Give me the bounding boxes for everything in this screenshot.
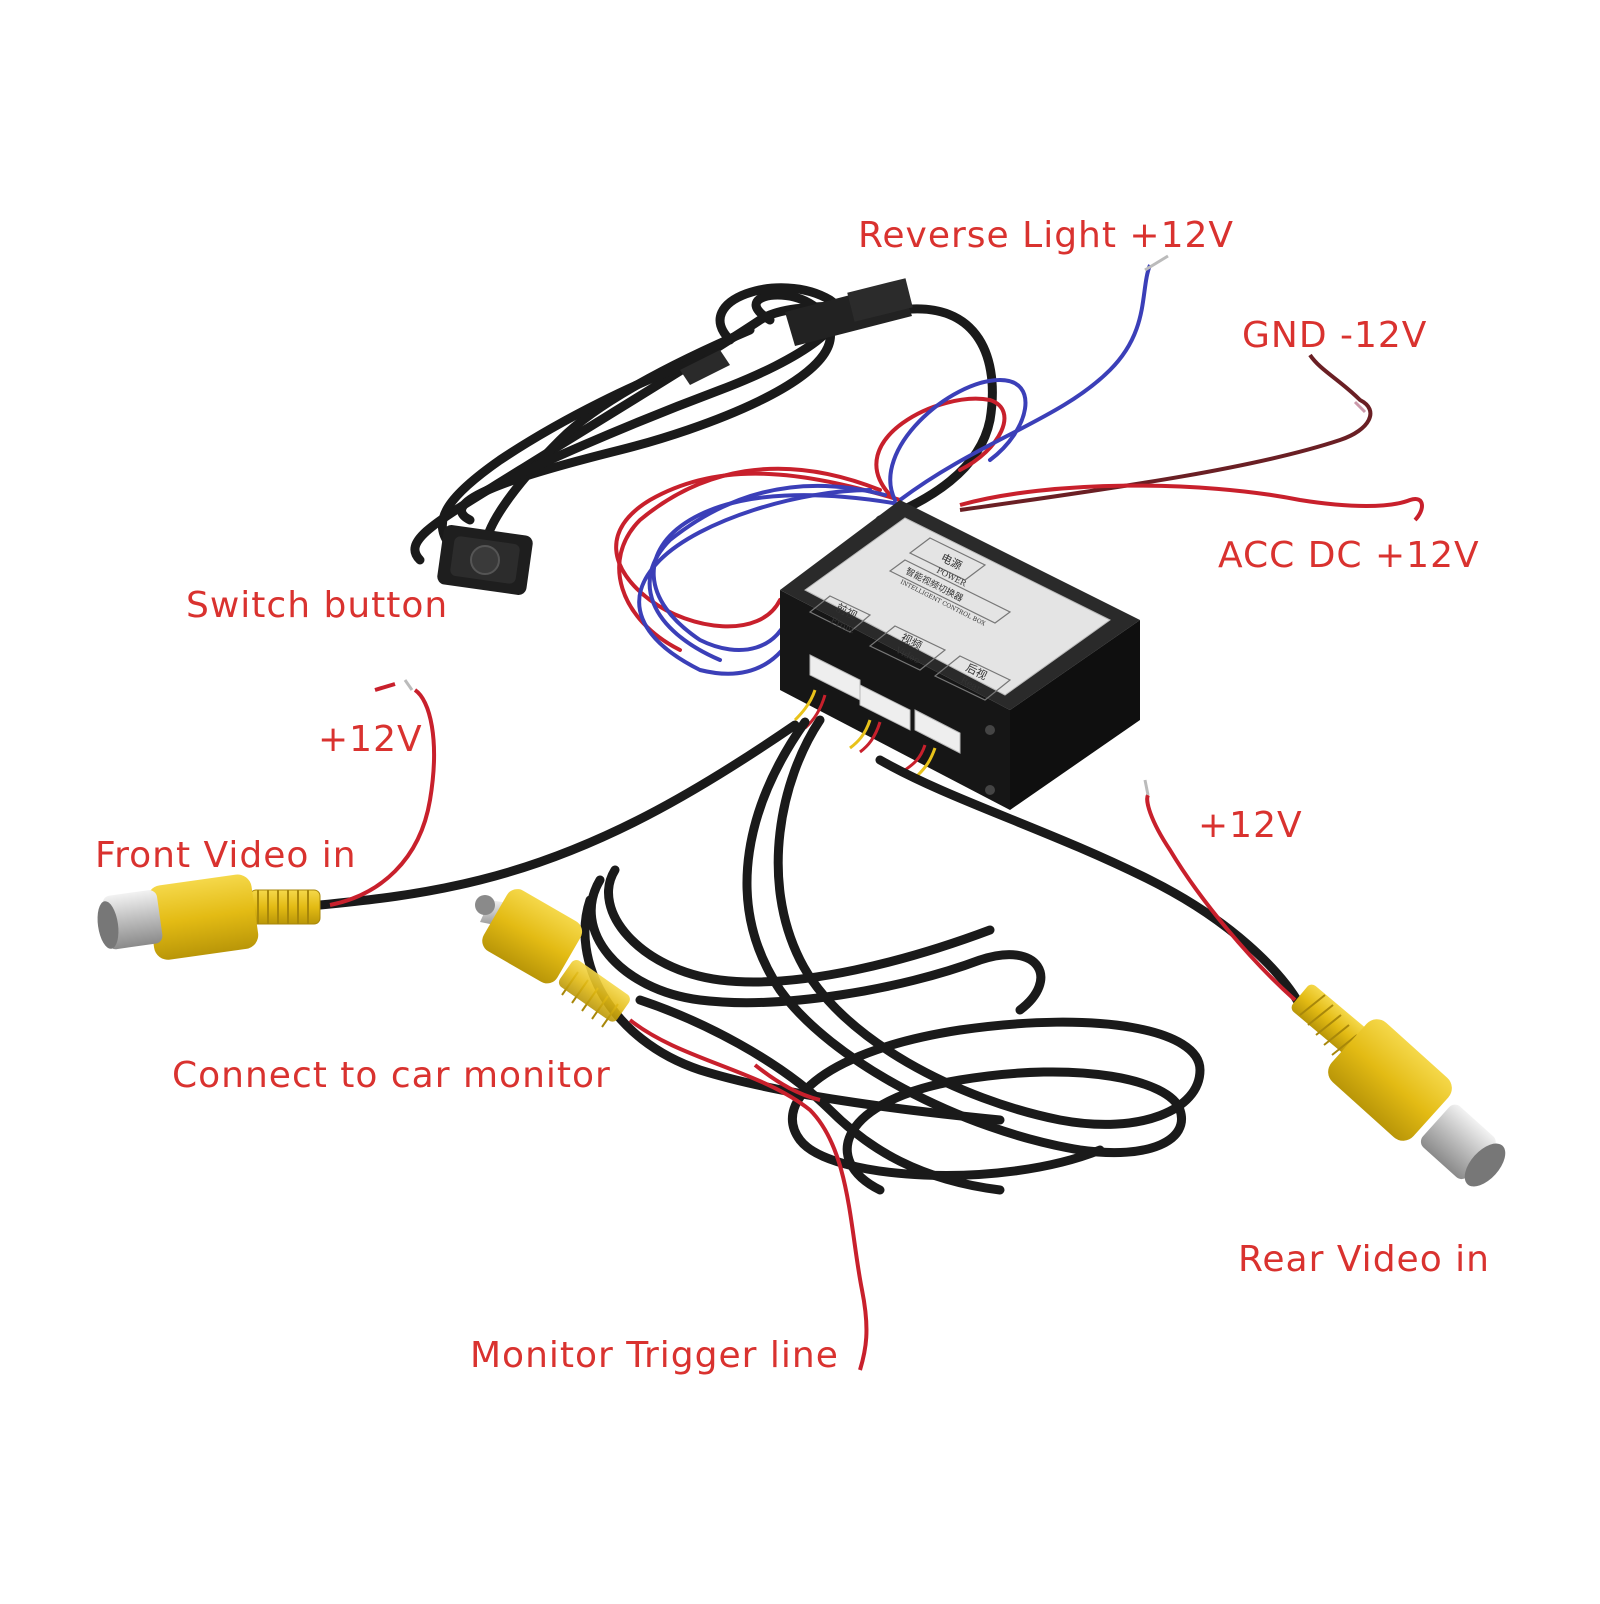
label-rear-video-in: Rear Video in bbox=[1238, 1239, 1490, 1280]
reverse-light-wire bbox=[898, 264, 1152, 502]
monitor-rca-connector bbox=[475, 889, 630, 1028]
control-box: 电源 POWER 智能视频切换器 INTELLIGENT CONTROL BOX… bbox=[780, 500, 1140, 810]
label-reverse-light: Reverse Light +12V bbox=[858, 215, 1235, 256]
monitor-cable-coil bbox=[580, 715, 1205, 1195]
label-switch-button: Switch button bbox=[186, 585, 449, 626]
front-rca-connector bbox=[97, 874, 321, 960]
switch-button-cable-coil bbox=[410, 283, 997, 565]
acc-wire bbox=[959, 483, 1424, 522]
label-front-video-in: Front Video in bbox=[95, 835, 357, 876]
gnd-wire bbox=[959, 353, 1373, 512]
front-plus12-wire bbox=[329, 688, 437, 907]
label-acc: ACC DC +12V bbox=[1218, 535, 1480, 576]
monitor-trigger-wire bbox=[628, 1018, 869, 1371]
switch-button-connector bbox=[680, 278, 913, 385]
rear-video-cable bbox=[875, 755, 1305, 1010]
front-video-cable bbox=[315, 720, 800, 910]
label-rear-plus12: +12V bbox=[1198, 805, 1303, 846]
label-monitor-trigger: Monitor Trigger line bbox=[470, 1335, 839, 1376]
label-connect-monitor: Connect to car monitor bbox=[172, 1055, 611, 1096]
label-gnd: GND -12V bbox=[1242, 315, 1428, 356]
rear-plus12-wire bbox=[1145, 793, 1297, 1002]
switch-button-device bbox=[437, 525, 533, 595]
label-front-plus12: +12V bbox=[318, 719, 423, 760]
red-blue-wire-bundle bbox=[614, 377, 1028, 676]
rear-rca-connector bbox=[1291, 984, 1506, 1187]
connector-wires bbox=[793, 689, 937, 777]
